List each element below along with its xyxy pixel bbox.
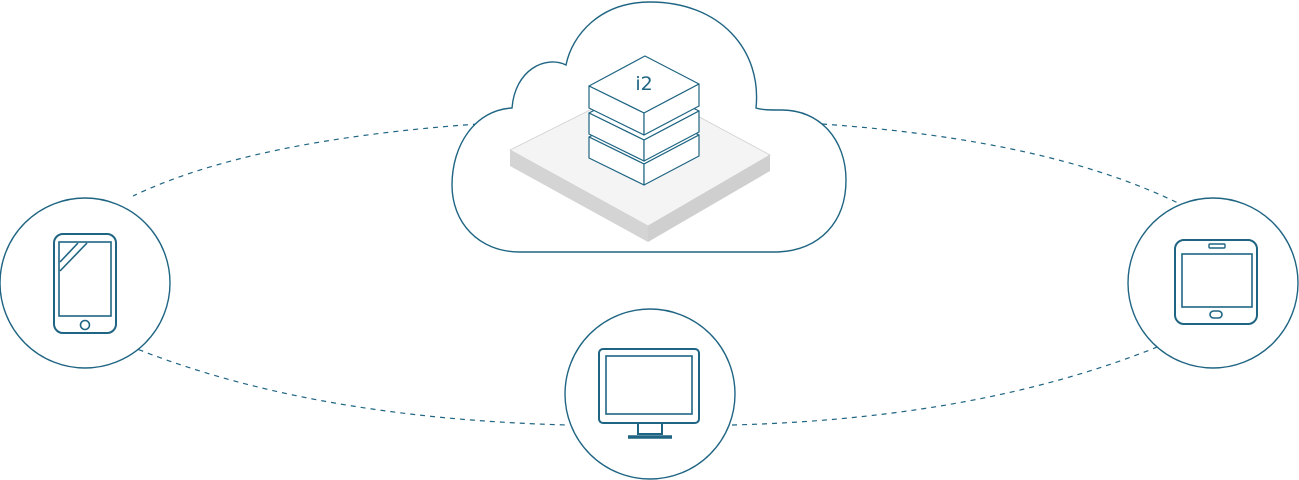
desktop-node-circle — [564, 308, 736, 480]
smartphone-icon — [53, 233, 117, 334]
tablet-node-circle — [1127, 197, 1299, 369]
platform-left-side — [510, 150, 648, 242]
orbit-link-phone-to-desktop — [119, 341, 569, 426]
desktop-node — [564, 308, 736, 480]
orbit-link-cloud-to-phone — [132, 123, 479, 197]
orbit-link-desktop-to-tablet — [731, 333, 1189, 426]
desktop-monitor-icon — [598, 348, 700, 439]
server-label: i2 — [635, 73, 652, 95]
smartphone-node — [0, 197, 171, 369]
server-stack: i2 — [509, 55, 771, 242]
tablet-icon — [1174, 239, 1258, 325]
orbit-connections — [119, 123, 1189, 426]
smartphone-node-circle — [0, 197, 171, 369]
server-block-1 — [588, 55, 700, 136]
orbit-link-cloud-to-tablet — [821, 123, 1181, 205]
platform-right-side — [648, 155, 770, 242]
tablet-node — [1127, 197, 1299, 369]
